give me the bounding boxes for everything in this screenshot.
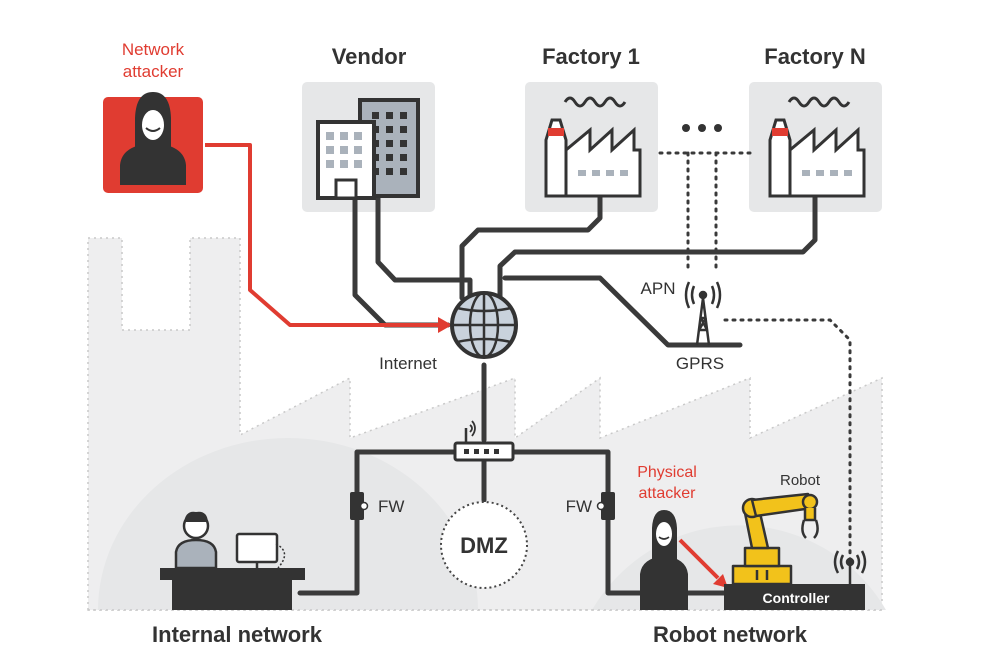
dmz-zone (440, 501, 528, 589)
fw-left-label: FW (378, 497, 404, 516)
firewall-right-icon (596, 492, 615, 520)
physical-attacker-label-line1: Physical (637, 464, 697, 481)
link-router-left-fw (297, 449, 458, 596)
network-attack-path (205, 143, 440, 327)
internal-network-label: Internal network (152, 622, 323, 647)
factory-1-icon (544, 96, 642, 198)
internet-label: Internet (379, 354, 437, 373)
factory-n-icon (768, 96, 866, 198)
dmz-label: DMZ (460, 533, 508, 558)
physical-attacker-icon (640, 510, 688, 610)
internal-user-workstation (160, 511, 305, 610)
radio-tower-icon (684, 281, 722, 346)
controller-box (724, 584, 865, 610)
user-icon (174, 538, 218, 570)
link-router-right-fw (510, 449, 643, 596)
robot-network-label: Robot network (653, 622, 808, 647)
network-attacker-icon (120, 92, 186, 185)
robot-arm-icon (731, 492, 819, 586)
vendor-buildings-icon (316, 98, 420, 200)
attack-paths (205, 143, 720, 580)
vendor-label: Vendor (332, 44, 407, 69)
network-attack-arrowhead (438, 317, 452, 333)
link-factory-n (497, 192, 818, 301)
apn-label: APN (641, 279, 676, 298)
factory-n-label: Factory N (764, 44, 865, 69)
factory-1-label: Factory 1 (542, 44, 640, 69)
robot-label: Robot (780, 472, 821, 489)
link-factory-1 (459, 192, 603, 301)
physical-attack-path (678, 538, 720, 580)
monitor-icon (235, 532, 279, 564)
physical-attacker-label-line2: attacker (639, 485, 697, 502)
wifi-antenna-icon (833, 550, 867, 584)
fw-right-label: FW (566, 497, 592, 516)
link-gprs (502, 275, 743, 348)
link-vendor-right (375, 175, 473, 298)
network-attacker-label-line2: attacker (123, 62, 184, 81)
wireless-links (658, 151, 852, 562)
gprs-label: GPRS (676, 354, 724, 373)
controller-label: Controller (763, 590, 830, 606)
desk (160, 568, 305, 580)
link-vendor-left (352, 192, 451, 328)
network-attacker-label-line1: Network (122, 40, 185, 59)
globe-icon (450, 291, 518, 359)
router-icon (453, 420, 515, 462)
firewall-left-icon (350, 492, 369, 520)
more-factories-ellipsis (682, 124, 722, 132)
